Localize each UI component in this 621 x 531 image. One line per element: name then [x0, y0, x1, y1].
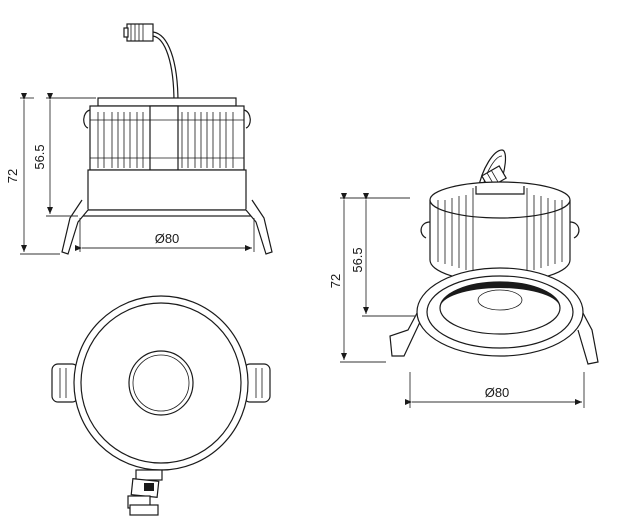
side-connector	[123, 23, 179, 104]
side-view: 72 56.5 Ø80	[5, 23, 273, 255]
perspective-dim-72: 72	[328, 193, 386, 363]
side-clip-left	[83, 109, 91, 129]
perspective-dim-72-label: 72	[328, 274, 343, 288]
side-body	[87, 169, 247, 211]
side-spring-left	[61, 199, 89, 255]
perspective-clip-right	[569, 221, 580, 239]
bottom-outer-ring	[73, 295, 249, 471]
bottom-lens	[128, 350, 194, 416]
side-clip-right	[243, 109, 251, 129]
side-heatsink	[89, 105, 245, 171]
side-dim-72: 72	[5, 93, 60, 255]
side-dim-72-label: 72	[5, 169, 20, 183]
perspective-clip-left	[420, 221, 431, 239]
perspective-dim-80: Ø80	[405, 372, 585, 408]
side-spring-right	[245, 199, 273, 255]
perspective-spring-left	[389, 299, 425, 357]
side-dim-80-label: Ø80	[155, 231, 180, 246]
side-bezel	[79, 209, 255, 217]
perspective-bezel	[416, 267, 584, 357]
side-dim-80: Ø80	[75, 218, 255, 252]
side-top-cap	[97, 97, 237, 107]
side-dim-565: 56.5	[32, 93, 96, 217]
perspective-view: 72 56.5 Ø80	[328, 149, 599, 408]
perspective-dim-565-label: 56.5	[350, 247, 365, 272]
bottom-view	[51, 295, 271, 516]
perspective-dim-80-label: Ø80	[485, 385, 510, 400]
perspective-heatsink	[429, 181, 571, 283]
perspective-dim-565: 56.5	[350, 193, 416, 317]
side-dim-565-label: 56.5	[32, 144, 47, 169]
bottom-connector	[127, 469, 163, 516]
